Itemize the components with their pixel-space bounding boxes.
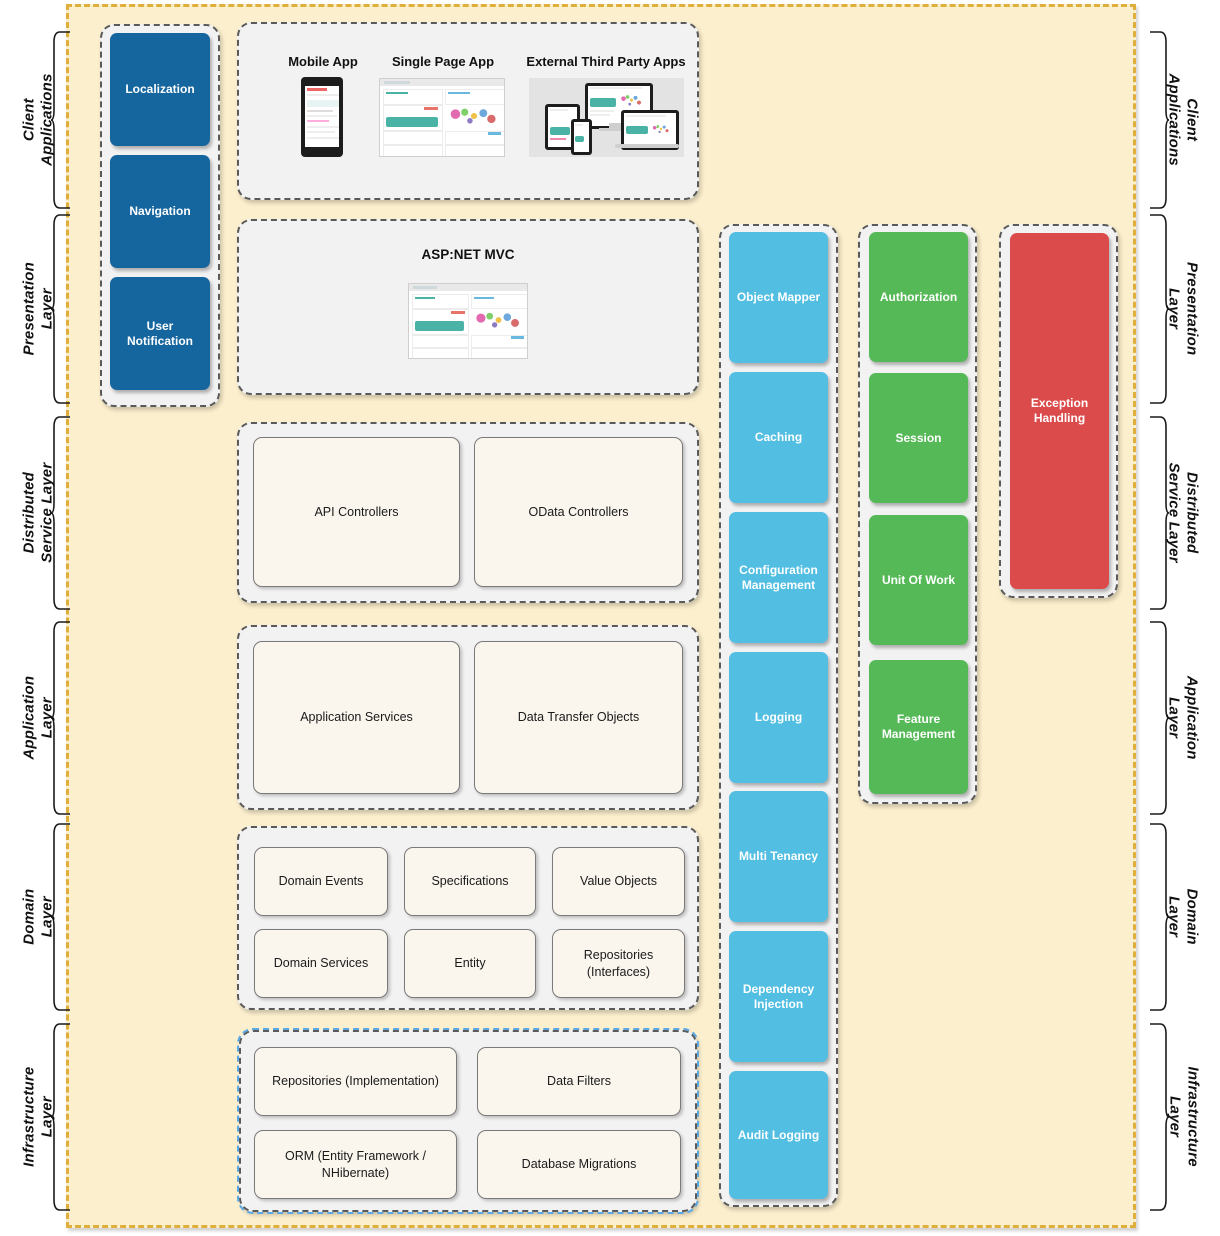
- tile-caching[interactable]: Caching: [729, 372, 828, 503]
- box-data-transfer-objects[interactable]: Data Transfer Objects: [474, 641, 683, 794]
- tile-exception-handling[interactable]: Exception Handling: [1010, 233, 1109, 589]
- layer-label-left-domain-layer: Domain Layer: [20, 888, 55, 945]
- brace-right-infrastructure-layer: [1150, 1023, 1170, 1211]
- tile-localization-label: Localization: [125, 82, 195, 96]
- box-odata-controllers[interactable]: OData Controllers: [474, 437, 683, 587]
- box-data-filters[interactable]: Data Filters: [477, 1047, 681, 1116]
- tile-session-label: Session: [895, 430, 942, 445]
- tile-exception-handling-label: Exception Handling: [1030, 396, 1089, 425]
- box-domain-services-label: Domain Services: [273, 956, 369, 971]
- tile-localization[interactable]: Localization: [110, 33, 210, 146]
- brace-right-presentation-layer: [1150, 214, 1170, 404]
- layer-label-right-client-applications: Client Applications: [1166, 73, 1201, 166]
- box-odata-controllers-label: OData Controllers: [528, 504, 629, 519]
- brace-left-client-applications: [50, 31, 70, 209]
- layer-label-left-application-layer: Application Layer: [20, 675, 55, 760]
- client-app-label-mobile: Mobile App: [288, 54, 358, 69]
- tile-audit-logging[interactable]: Audit Logging: [729, 1071, 828, 1199]
- brace-left-domain-layer: [50, 823, 70, 1011]
- monitor-base: [599, 128, 633, 131]
- box-database-migrations-label: Database Migrations: [521, 1157, 637, 1172]
- tile-logging[interactable]: Logging: [729, 652, 828, 783]
- box-data-filters-label: Data Filters: [547, 1074, 611, 1089]
- tile-configuration-management[interactable]: Configuration Management: [729, 512, 828, 643]
- tile-caching-label: Caching: [754, 430, 803, 444]
- client-app-label-spa: Single Page App: [391, 54, 495, 69]
- client-app-label-third-party: External Third Party Apps: [526, 54, 686, 69]
- tile-authorization-label: Authorization: [879, 289, 958, 304]
- box-orm-label: ORM (Entity Framework / NHibernate): [285, 1149, 426, 1180]
- box-application-services[interactable]: Application Services: [253, 641, 460, 794]
- box-data-transfer-objects-label: Data Transfer Objects: [517, 710, 640, 725]
- browser-dashboard-thumbnail: [379, 78, 505, 157]
- box-domain-events[interactable]: Domain Events: [254, 847, 388, 916]
- tile-unit-of-work[interactable]: Unit Of Work: [869, 515, 968, 645]
- layer-label-left-presentation-layer: Presentation Layer: [20, 262, 55, 356]
- box-specifications[interactable]: Specifications: [404, 847, 536, 916]
- layer-label-right-application-layer: Application Layer: [1166, 675, 1201, 760]
- box-database-migrations[interactable]: Database Migrations: [477, 1130, 681, 1199]
- box-specifications-label: Specifications: [431, 874, 509, 889]
- tile-user-notification[interactable]: User Notification: [110, 277, 210, 390]
- brace-left-distributed-service-layer: [50, 416, 70, 610]
- tile-object-mapper-label: Object Mapper: [736, 290, 821, 304]
- brace-left-infrastructure-layer: [50, 1023, 70, 1211]
- tile-object-mapper[interactable]: Object Mapper: [729, 232, 828, 363]
- tile-logging-label: Logging: [754, 710, 803, 724]
- tile-navigation[interactable]: Navigation: [110, 155, 210, 268]
- tile-feature-management-label: Feature Management: [881, 712, 956, 741]
- tile-configuration-management-label: Configuration Management: [739, 562, 818, 592]
- box-domain-services[interactable]: Domain Services: [254, 929, 388, 998]
- box-repositories-interfaces-label: Repositories (Interfaces): [583, 948, 654, 979]
- box-api-controllers[interactable]: API Controllers: [253, 437, 460, 587]
- mobile-phone-dashboard-thumbnail: [301, 77, 343, 157]
- brace-left-presentation-layer: [50, 214, 70, 404]
- box-value-objects[interactable]: Value Objects: [552, 847, 685, 916]
- monitor-stand: [609, 123, 623, 128]
- layer-label-right-presentation-layer: Presentation Layer: [1166, 262, 1201, 356]
- layer-label-right-distributed-service-layer: Distributed Service Layer: [1166, 462, 1201, 563]
- device-monitor-icon: [585, 83, 653, 129]
- tile-authorization[interactable]: Authorization: [869, 232, 968, 362]
- tile-multi-tenancy-label: Multi Tenancy: [738, 849, 819, 863]
- multi-device-dashboard-thumbnail: [529, 78, 684, 157]
- tile-feature-management[interactable]: Feature Management: [869, 660, 968, 794]
- device-laptop-icon: [621, 110, 679, 150]
- device-phone-icon: [571, 119, 592, 155]
- box-domain-events-label: Domain Events: [278, 874, 364, 889]
- laptop-base: [615, 144, 679, 148]
- tile-multi-tenancy[interactable]: Multi Tenancy: [729, 791, 828, 922]
- box-repositories-implementation[interactable]: Repositories (Implementation): [254, 1047, 457, 1116]
- box-orm[interactable]: ORM (Entity Framework / NHibernate): [254, 1130, 457, 1199]
- tile-session[interactable]: Session: [869, 373, 968, 503]
- box-repositories-implementation-label: Repositories (Implementation): [272, 1074, 439, 1089]
- brace-right-application-layer: [1150, 621, 1170, 815]
- layer-label-left-infrastructure-layer: Infrastructure Layer: [20, 1066, 55, 1167]
- layer-label-right-domain-layer: Domain Layer: [1166, 888, 1201, 945]
- box-application-services-label: Application Services: [300, 710, 413, 725]
- presentation-layer-title: ASP:NET MVC: [421, 247, 515, 262]
- brace-right-distributed-service-layer: [1150, 416, 1170, 610]
- tile-navigation-label: Navigation: [129, 204, 191, 218]
- layer-label-left-distributed-service-layer: Distributed Service Layer: [20, 462, 55, 563]
- box-value-objects-label: Value Objects: [580, 874, 657, 889]
- presentation-browser-dashboard-thumbnail: [408, 283, 528, 359]
- box-entity[interactable]: Entity: [404, 929, 536, 998]
- box-repositories-interfaces[interactable]: Repositories (Interfaces): [552, 929, 685, 998]
- tile-unit-of-work-label: Unit Of Work: [881, 572, 956, 587]
- box-entity-label: Entity: [454, 956, 486, 971]
- tile-audit-logging-label: Audit Logging: [737, 1127, 820, 1142]
- tile-dependency-injection[interactable]: Dependency Injection: [729, 931, 828, 1062]
- brace-left-application-layer: [50, 621, 70, 815]
- layer-label-right-infrastructure-layer: Infrastructure Layer: [1167, 1066, 1202, 1167]
- brace-right-domain-layer: [1150, 823, 1170, 1011]
- brace-right-client-applications: [1150, 31, 1170, 209]
- tile-user-notification-label: User Notification: [127, 318, 193, 348]
- box-api-controllers-label: API Controllers: [314, 504, 399, 519]
- layer-label-left-client-applications: Client Applications: [20, 73, 55, 166]
- tile-dependency-injection-label: Dependency Injection: [742, 981, 815, 1011]
